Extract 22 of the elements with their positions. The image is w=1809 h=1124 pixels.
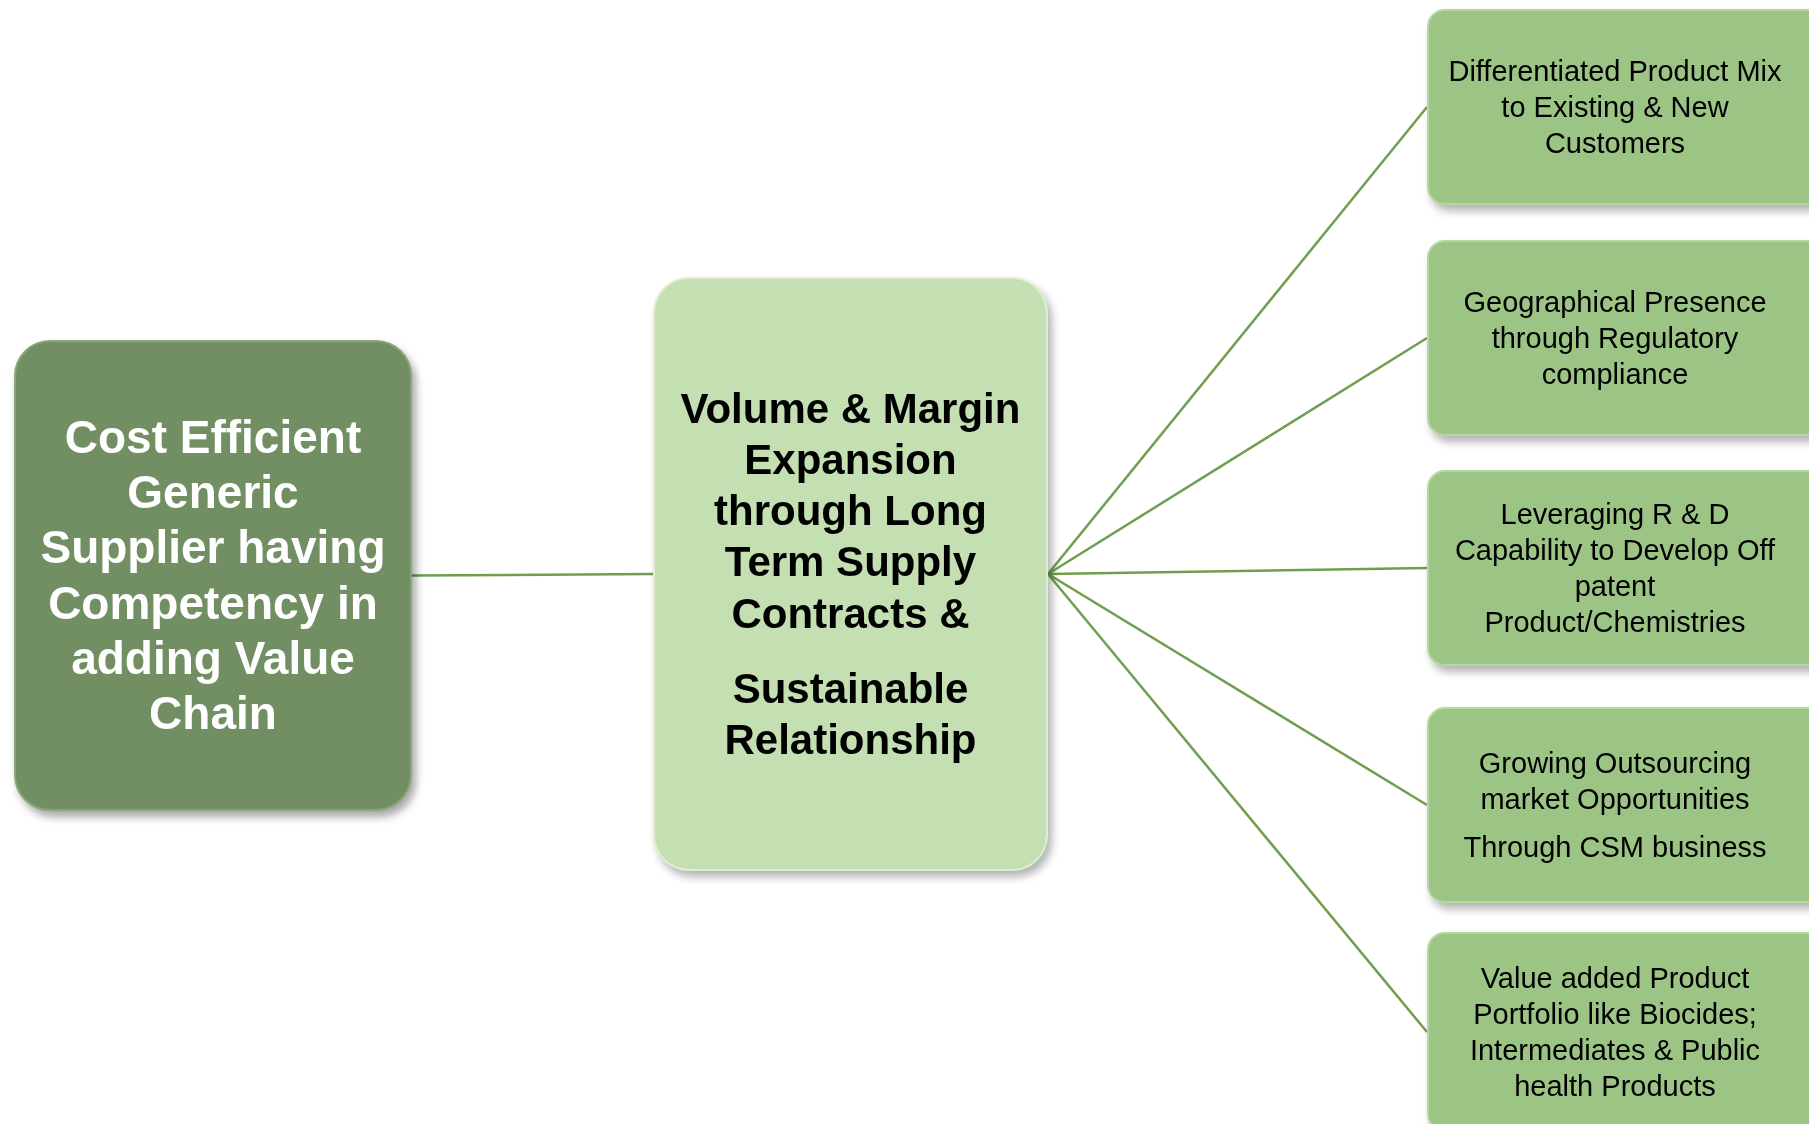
- outcome-box: [1427, 932, 1809, 1124]
- connector-line: [1048, 566, 1427, 576]
- box-text: Volume & Margin Expansion through Long Term Supply Contracts &: [679, 383, 1022, 639]
- connector-line: [1047, 336, 1428, 576]
- outcome-box: [1427, 240, 1809, 436]
- box-text: Differentiated Product Mix to Existing & New Customers: [1447, 53, 1783, 162]
- connector-line: [1047, 106, 1428, 575]
- central-box: [653, 277, 1048, 871]
- box-text: Cost Efficient Generic Supplier having Competency in adding Value Chain: [39, 409, 387, 741]
- main-box: [14, 340, 412, 811]
- box-text: Value added Product Portfolio like Biocides; Intermediates & Public health Products: [1468, 960, 1762, 1105]
- box-text: Through CSM business: [1463, 830, 1767, 866]
- outcome-box: [1427, 9, 1809, 205]
- box-text: Sustainable Relationship: [723, 663, 978, 766]
- outcome-box: [1427, 470, 1809, 666]
- connector-line: [1047, 573, 1428, 1033]
- box-text: Leveraging R & D Capability to Develop Off patent Product/Chemistries: [1453, 496, 1777, 641]
- outcome-box: [1427, 707, 1809, 903]
- box-text: Growing Outsourcing market Opportunities: [1477, 745, 1753, 817]
- connector-line: [412, 572, 653, 577]
- connector-line: [1047, 572, 1428, 807]
- box-text: Geographical Presence through Regulatory compliance: [1462, 284, 1768, 393]
